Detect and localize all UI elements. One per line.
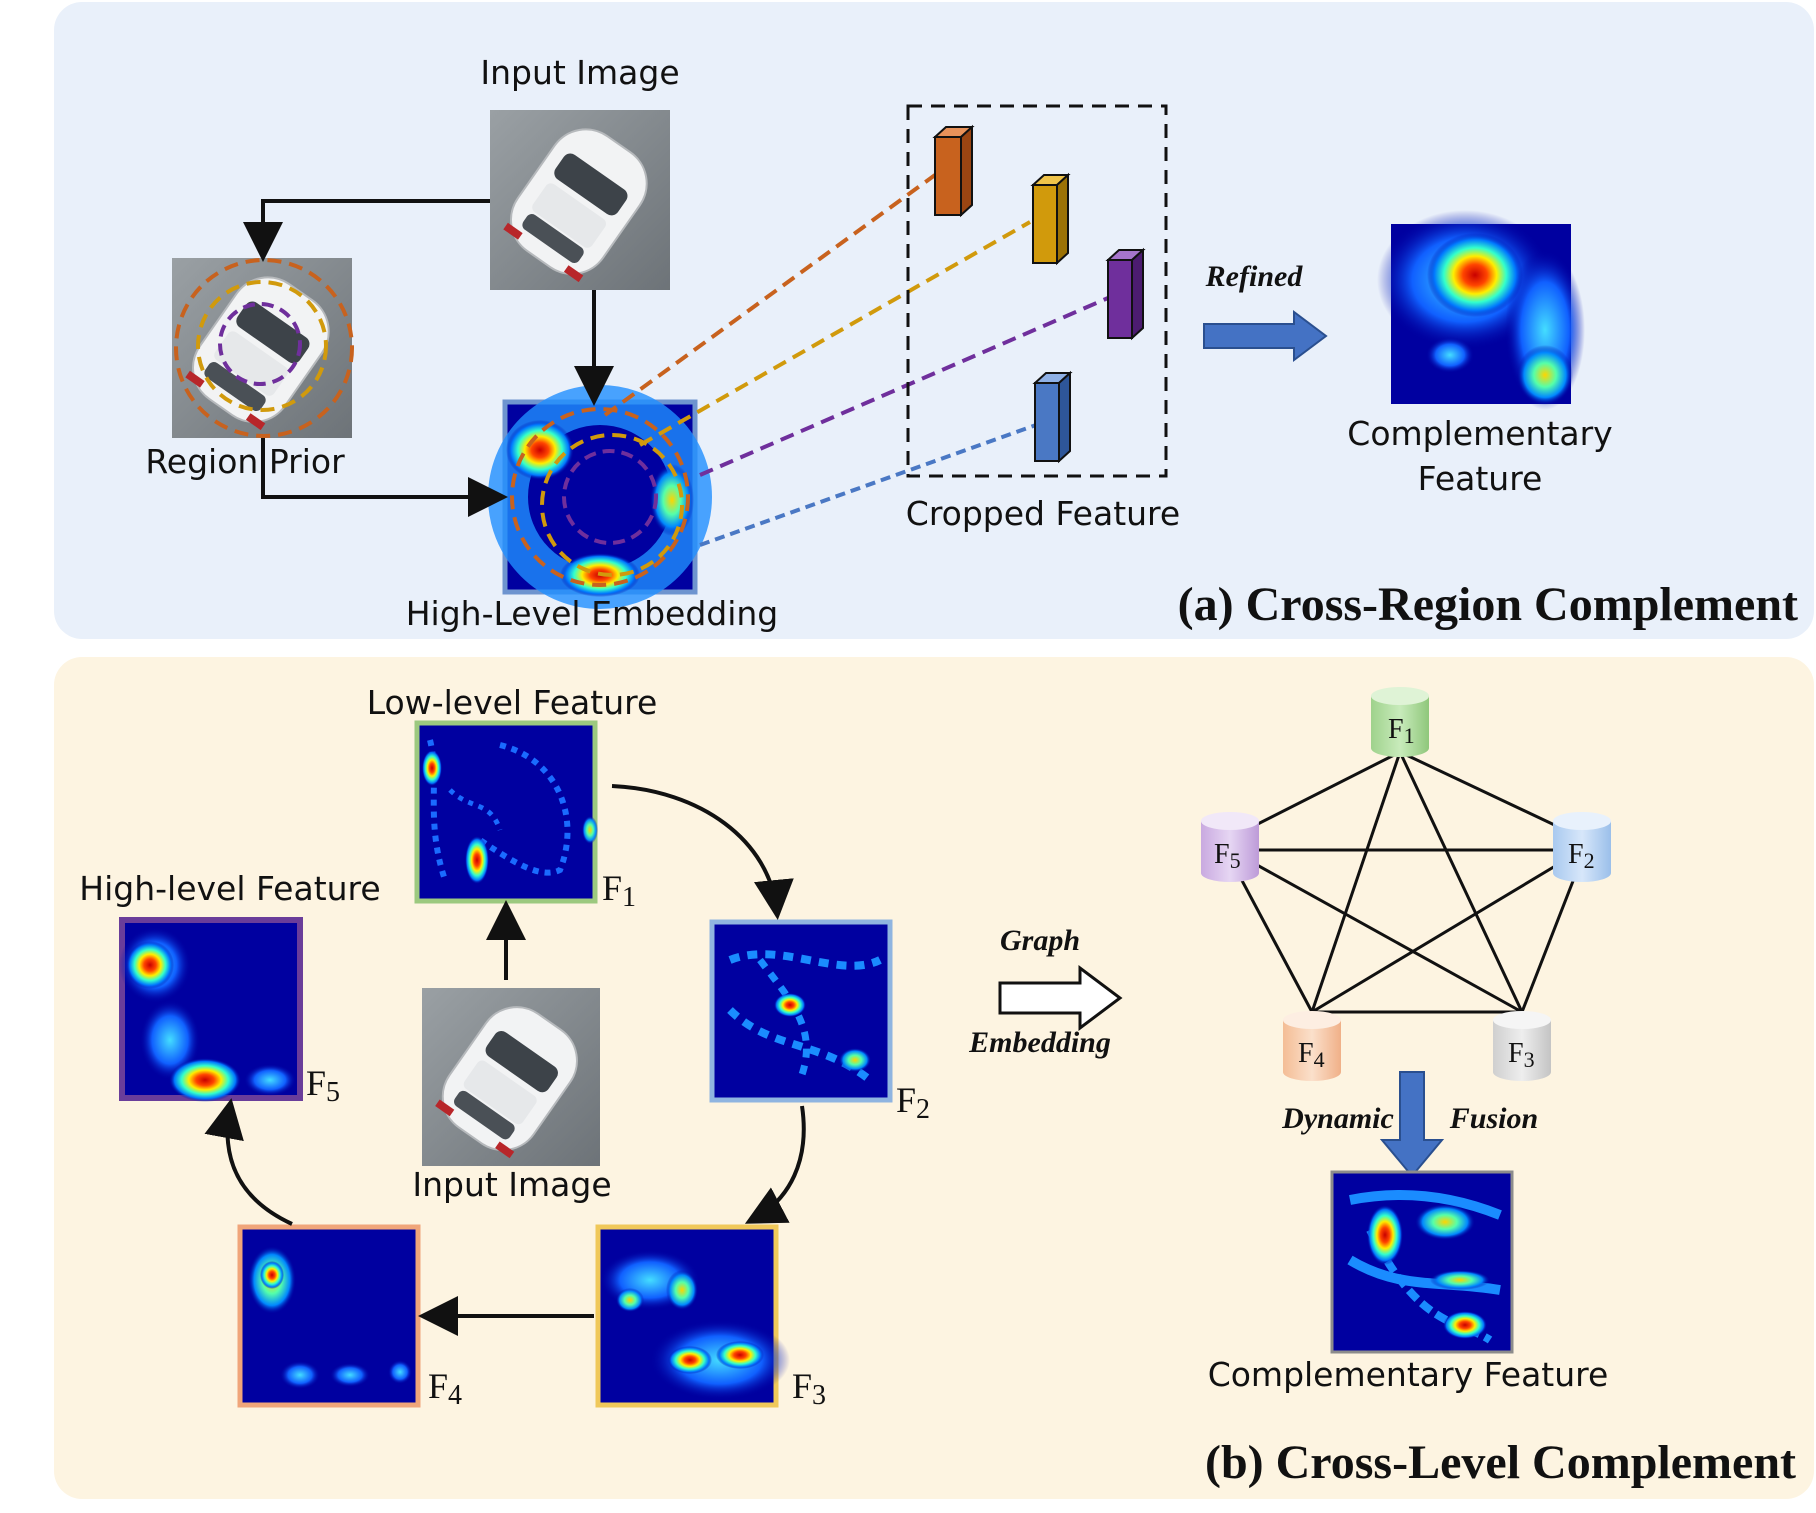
svg-text:F1: F1 bbox=[1388, 714, 1415, 748]
svg-text:F3: F3 bbox=[1508, 1038, 1535, 1072]
arrow-input-to-prior bbox=[243, 199, 490, 262]
graph-node-f2: F2 bbox=[1553, 812, 1611, 882]
fusion-label: Fusion bbox=[1449, 1102, 1538, 1135]
complementary-feature-label-a-line1: Complementary bbox=[1347, 414, 1612, 453]
complementary-feature-heatmap-a bbox=[1377, 210, 1585, 410]
input-image-a bbox=[490, 110, 670, 290]
arrow-prior-to-embedding bbox=[261, 438, 508, 517]
graph-edges bbox=[1228, 750, 1584, 1014]
region-prior-image bbox=[172, 258, 354, 438]
feature-heatmap-f2 bbox=[709, 919, 893, 1103]
complementary-feature-label-b: Complementary Feature bbox=[1208, 1355, 1609, 1394]
dynamic-label: Dynamic bbox=[1281, 1102, 1394, 1135]
projection-line-2 bbox=[639, 220, 1031, 447]
feature-heatmap-f1 bbox=[414, 720, 598, 904]
cropped-feature-cuboid-2 bbox=[1030, 172, 1071, 266]
cropped-feature-box bbox=[906, 104, 1168, 478]
arrow-f4-to-f5 bbox=[204, 1098, 293, 1226]
panel-b-title: (b) Cross-Level Complement bbox=[1205, 1436, 1796, 1489]
projection-line-3 bbox=[699, 296, 1109, 477]
input-image-b bbox=[422, 988, 600, 1166]
graph-node-f4: F4 bbox=[1283, 1011, 1341, 1081]
refined-arrow bbox=[1203, 310, 1328, 362]
f3-label: F3 bbox=[792, 1366, 826, 1411]
feature-heatmap-f5 bbox=[119, 917, 303, 1102]
svg-text:F5: F5 bbox=[1214, 839, 1241, 873]
projection-line-4 bbox=[699, 423, 1037, 547]
arrow-f1-to-f2 bbox=[611, 784, 794, 920]
graph-node-f5: F5 bbox=[1201, 812, 1259, 882]
embedding-label: Embedding bbox=[968, 1026, 1111, 1059]
projection-line-1 bbox=[603, 173, 937, 417]
graph-label: Graph bbox=[1000, 924, 1080, 957]
input-image-label-a: Input Image bbox=[480, 53, 679, 92]
graph-node-f1: F1 bbox=[1371, 687, 1429, 757]
cropped-feature-cuboid-4 bbox=[1032, 370, 1073, 464]
region-prior-label: Region Prior bbox=[145, 442, 345, 481]
graph-node-f3: F3 bbox=[1493, 1011, 1551, 1081]
input-image-label-b: Input Image bbox=[412, 1165, 611, 1204]
complementary-feature-heatmap-b bbox=[1330, 1170, 1514, 1354]
cropped-feature-label: Cropped Feature bbox=[906, 494, 1180, 533]
refined-label: Refined bbox=[1205, 260, 1304, 293]
high-level-feature-label: High-level Feature bbox=[79, 869, 380, 908]
complementary-feature-label-a-line2: Feature bbox=[1418, 459, 1543, 498]
cropped-feature-cuboid-3 bbox=[1105, 247, 1146, 341]
graph-embedding-arrow bbox=[998, 965, 1123, 1031]
f5-label: F5 bbox=[306, 1063, 340, 1108]
f1-label: F1 bbox=[602, 868, 636, 913]
f4-label: F4 bbox=[428, 1366, 462, 1411]
low-level-feature-label: Low-level Feature bbox=[367, 683, 658, 722]
cropped-feature-cuboid-1 bbox=[932, 124, 975, 218]
feature-heatmap-f3 bbox=[595, 1224, 790, 1408]
arrow-f2-to-f3 bbox=[744, 1105, 806, 1224]
panel-a-title: (a) Cross-Region Complement bbox=[1178, 578, 1798, 631]
high-level-embedding-label: High-Level Embedding bbox=[406, 594, 779, 633]
svg-text:F4: F4 bbox=[1298, 1038, 1325, 1072]
f2-label: F2 bbox=[896, 1080, 930, 1125]
dynamic-fusion-arrow bbox=[1379, 1071, 1445, 1178]
feature-heatmap-f4 bbox=[237, 1224, 421, 1408]
svg-text:F2: F2 bbox=[1568, 839, 1595, 873]
